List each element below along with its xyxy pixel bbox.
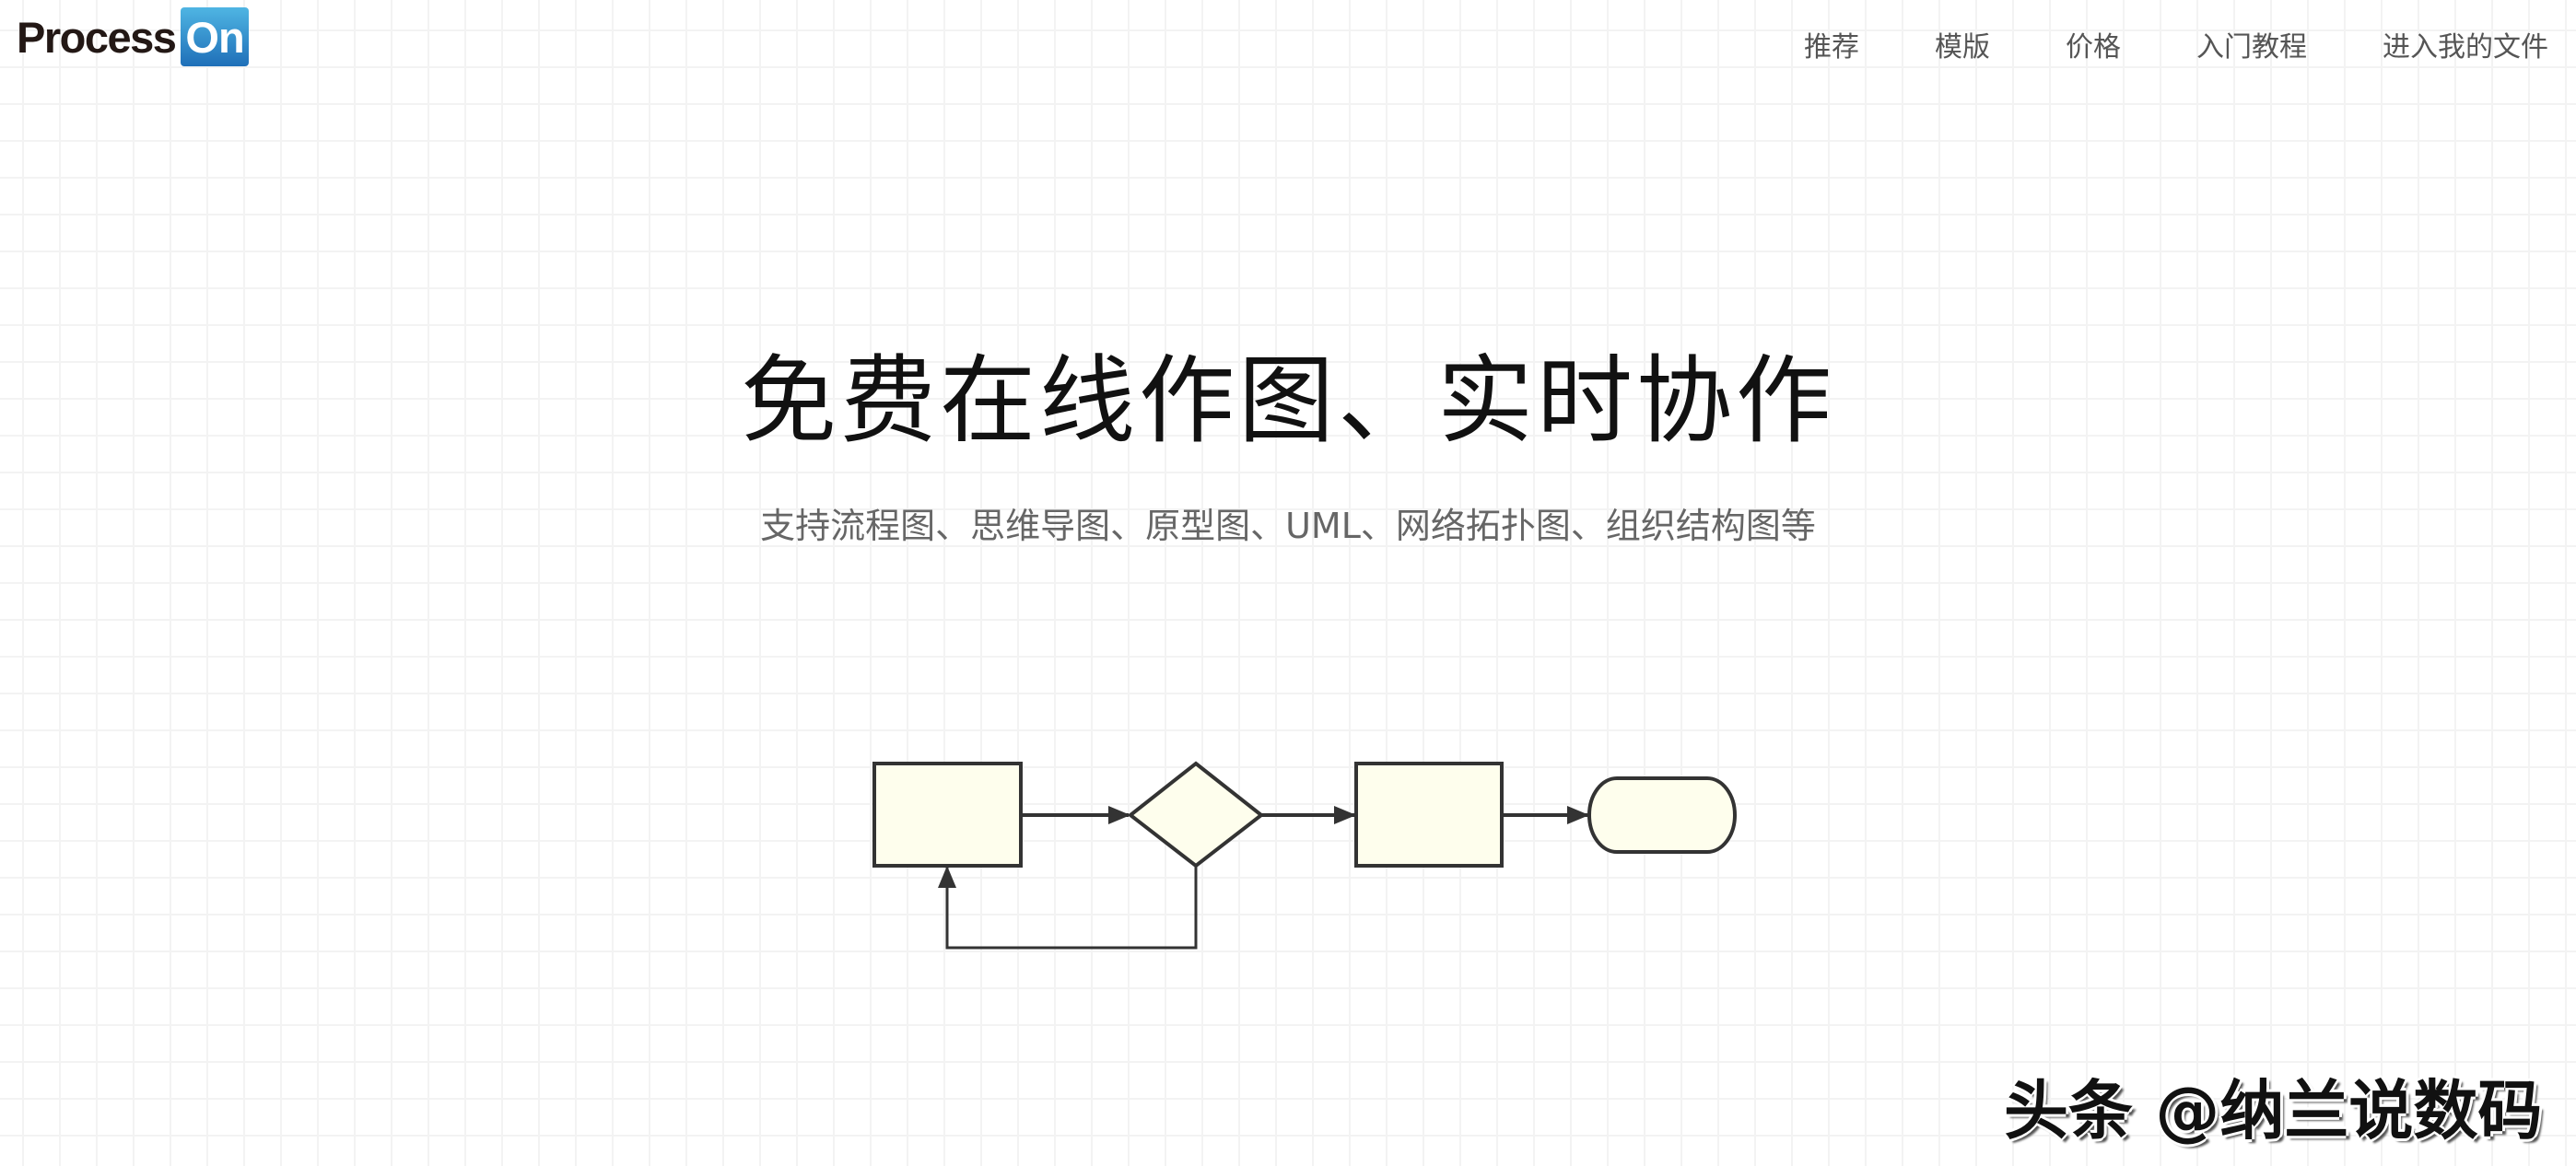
flow-terminal xyxy=(1587,776,1737,854)
hero-subtitle: 支持流程图、思维导图、原型图、UML、网络拓扑图、组织结构图等 xyxy=(760,506,1816,546)
nav-recommend[interactable]: 推荐 xyxy=(1804,31,1859,64)
processon-logo[interactable]: Process On xyxy=(17,7,249,66)
watermark: 头条 @纳兰说数码 xyxy=(2004,1073,2543,1149)
nav-my-files[interactable]: 进入我的文件 xyxy=(2383,31,2548,64)
flow-decision-diamond xyxy=(1127,761,1265,869)
nav-pricing[interactable]: 价格 xyxy=(2066,31,2121,64)
top-nav: 推荐 模版 价格 入门教程 进入我的文件 xyxy=(1804,24,2548,64)
hero-title: 免费在线作图、实时协作 xyxy=(740,344,1835,457)
logo-text-on: On xyxy=(181,7,249,66)
nav-templates[interactable]: 模版 xyxy=(1935,31,1990,64)
flow-loop-arrow xyxy=(938,866,1198,950)
logo-text-process: Process xyxy=(17,12,177,62)
flow-process-box-2 xyxy=(1354,762,1504,868)
nav-tutorial[interactable]: 入门教程 xyxy=(2196,31,2307,64)
flow-process-box-1 xyxy=(872,762,1023,868)
